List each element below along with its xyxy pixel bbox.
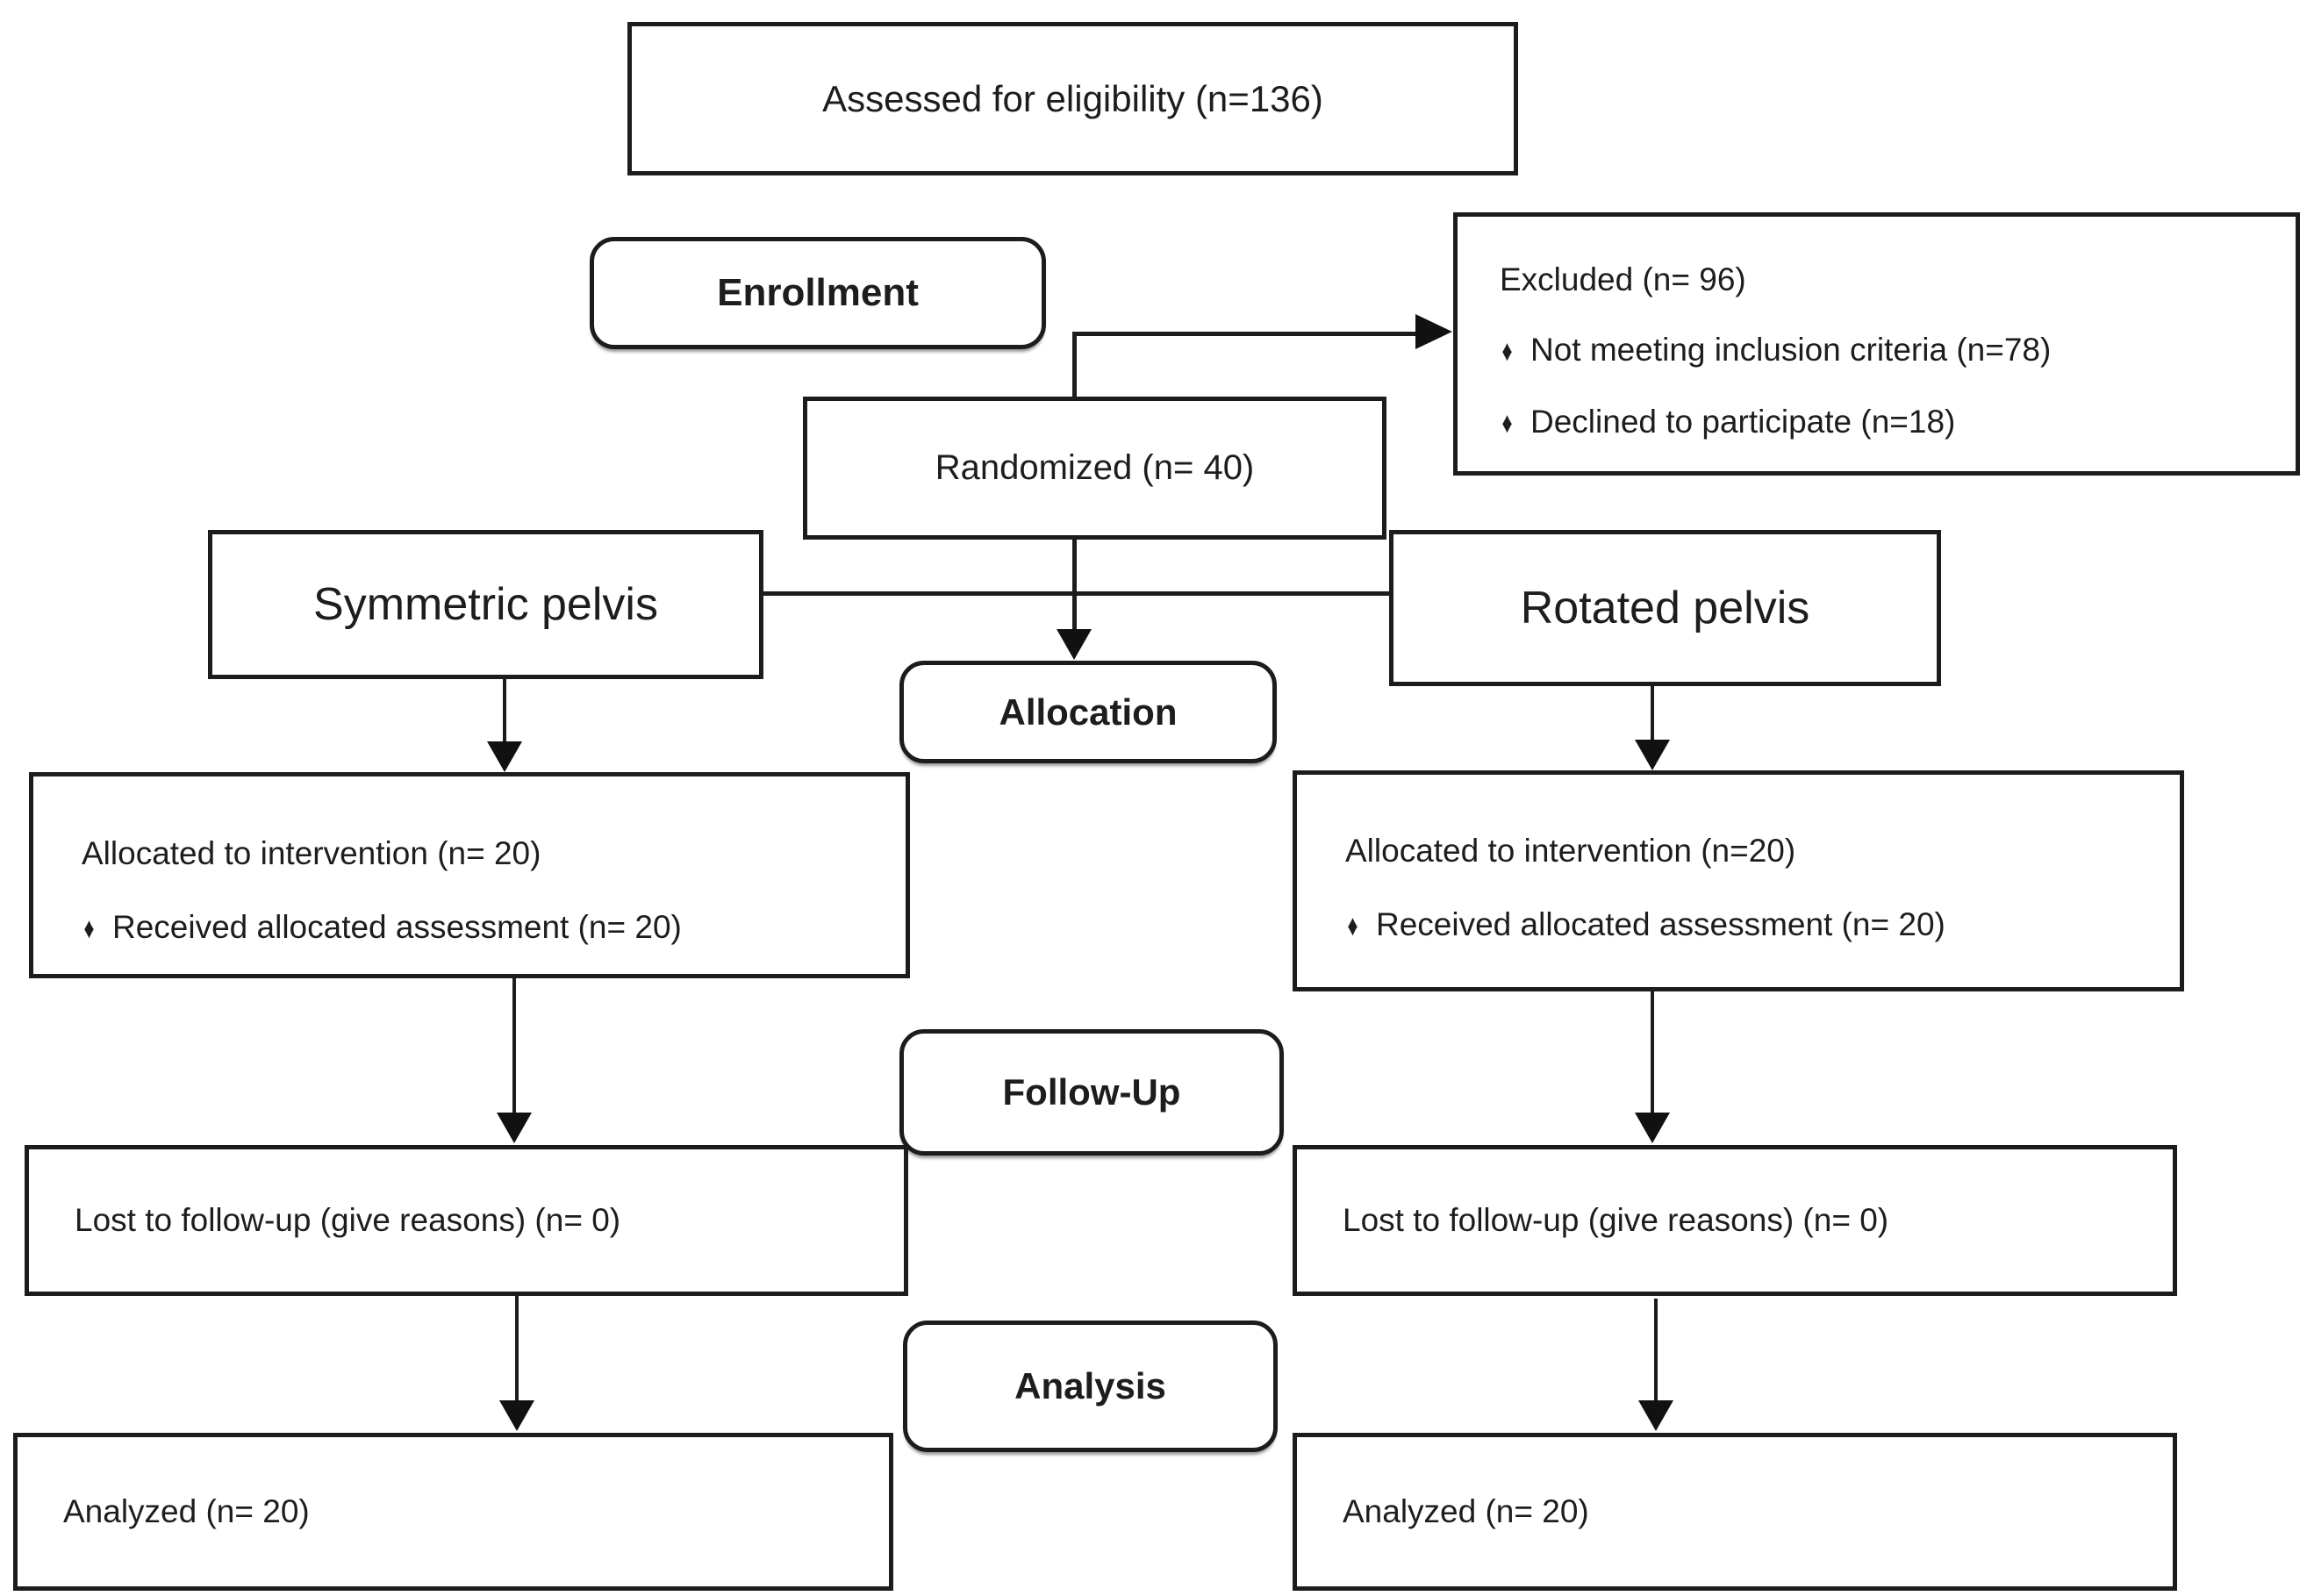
allocation-stage-box: Allocation xyxy=(899,661,1277,763)
diamond-bullet-icon: ♦ xyxy=(1347,910,1358,942)
connector-pelvis-groups-line xyxy=(762,591,1391,596)
rotated-pelvis-label: Rotated pelvis xyxy=(1520,583,1810,633)
allocated-symmetric-bullet: ♦ Received allocated assessment (n= 20) xyxy=(82,891,906,966)
arrow-down-icon xyxy=(497,1113,532,1143)
connector-lost-analyzed-left-line xyxy=(515,1296,519,1402)
allocated-symmetric-bullet-label: Received allocated assessment (n= 20) xyxy=(112,909,682,945)
randomized-box: Randomized (n= 40) xyxy=(803,397,1386,540)
diamond-bullet-icon: ♦ xyxy=(1501,407,1513,440)
allocated-rotated-bullet: ♦ Received allocated assessment (n= 20) xyxy=(1345,888,2180,963)
lost-followup-rotated-box: Lost to follow-up (give reasons) (n= 0) xyxy=(1293,1145,2177,1296)
rotated-pelvis-box: Rotated pelvis xyxy=(1389,530,1941,686)
assessed-eligibility-box: Assessed for eligibility (n=136) xyxy=(627,22,1518,175)
connector-symmetric-allocated-line xyxy=(503,677,506,744)
arrow-down-icon xyxy=(1635,1113,1670,1143)
lost-followup-symmetric-label: Lost to follow-up (give reasons) (n= 0) xyxy=(75,1202,621,1238)
excluded-bullet-declined: ♦ Declined to participate (n=18) xyxy=(1500,387,2296,459)
arrow-down-icon xyxy=(487,741,522,772)
connector-randomized-allocation-line xyxy=(1072,540,1077,633)
arrow-right-icon xyxy=(1415,314,1452,349)
connector-to-excluded-line xyxy=(1072,332,1420,336)
lost-followup-rotated-label: Lost to follow-up (give reasons) (n= 0) xyxy=(1343,1202,1889,1238)
excluded-title: Excluded (n= 96) xyxy=(1500,261,1746,297)
connector-to-randomized-line xyxy=(1072,332,1077,398)
analysis-stage-box: Analysis xyxy=(903,1320,1278,1452)
allocation-stage-label: Allocation xyxy=(999,691,1178,733)
connector-allocated-lost-right-line xyxy=(1651,990,1654,1114)
randomized-label: Randomized (n= 40) xyxy=(935,448,1255,487)
excluded-bullet-declined-label: Declined to participate (n=18) xyxy=(1530,404,1956,440)
diamond-bullet-icon: ♦ xyxy=(83,913,95,945)
allocated-rotated-bullet-label: Received allocated assessment (n= 20) xyxy=(1376,906,1945,942)
connector-allocated-lost-left-line xyxy=(512,977,516,1114)
allocated-rotated-box: Allocated to intervention (n=20) ♦ Receiv… xyxy=(1293,770,2184,991)
symmetric-pelvis-label: Symmetric pelvis xyxy=(313,579,658,630)
excluded-box: Excluded (n= 96) ♦ Not meeting inclusion … xyxy=(1453,212,2300,476)
assessed-eligibility-label: Assessed for eligibility (n=136) xyxy=(822,77,1323,119)
allocated-symmetric-title: Allocated to intervention (n= 20) xyxy=(82,835,541,871)
diamond-bullet-icon: ♦ xyxy=(1501,335,1513,368)
enrollment-stage-box: Enrollment xyxy=(590,237,1046,349)
arrow-down-icon xyxy=(1057,629,1092,660)
allocated-symmetric-box: Allocated to intervention (n= 20) ♦ Recei… xyxy=(29,772,910,978)
lost-followup-symmetric-box: Lost to follow-up (give reasons) (n= 0) xyxy=(25,1145,908,1296)
analysis-stage-label: Analysis xyxy=(1014,1365,1166,1406)
analyzed-symmetric-box: Analyzed (n= 20) xyxy=(13,1433,893,1591)
allocated-rotated-title: Allocated to intervention (n=20) xyxy=(1345,833,1796,869)
follow-up-stage-label: Follow-Up xyxy=(1002,1071,1181,1113)
connector-lost-analyzed-right-line xyxy=(1654,1299,1658,1402)
arrow-down-icon xyxy=(499,1400,534,1431)
enrollment-stage-label: Enrollment xyxy=(717,271,919,314)
excluded-bullet-not-meeting-label: Not meeting inclusion criteria (n=78) xyxy=(1530,332,2052,368)
connector-rotated-allocated-line xyxy=(1651,686,1654,741)
analyzed-rotated-label: Analyzed (n= 20) xyxy=(1343,1493,1589,1529)
follow-up-stage-box: Follow-Up xyxy=(899,1029,1284,1156)
analyzed-rotated-box: Analyzed (n= 20) xyxy=(1293,1433,2177,1591)
arrow-down-icon xyxy=(1635,740,1670,770)
analyzed-symmetric-label: Analyzed (n= 20) xyxy=(63,1493,310,1529)
symmetric-pelvis-box: Symmetric pelvis xyxy=(208,530,763,679)
arrow-down-icon xyxy=(1638,1400,1673,1431)
excluded-bullet-not-meeting: ♦ Not meeting inclusion criteria (n=78) xyxy=(1500,315,2296,387)
